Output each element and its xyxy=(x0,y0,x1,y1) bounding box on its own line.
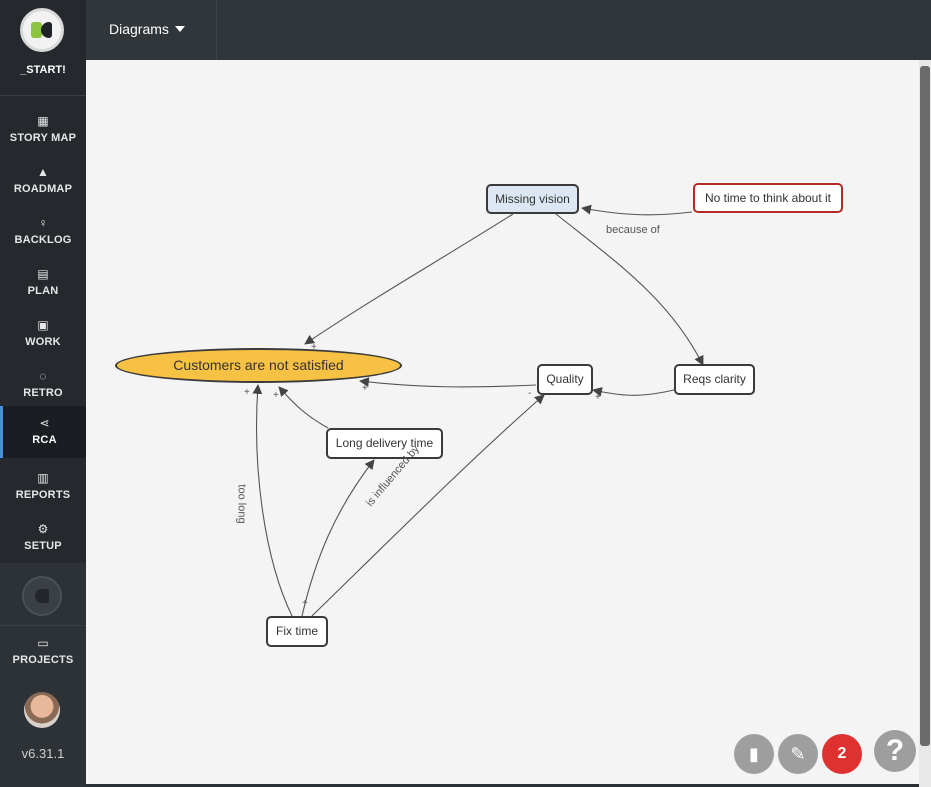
node-reqs-clarity[interactable]: Reqs clarity xyxy=(674,364,755,395)
sign-plus: + xyxy=(244,387,250,398)
canvas-bottom-border xyxy=(86,784,919,787)
logo-mark-dark xyxy=(41,22,52,38)
node-missing-vision[interactable]: Missing vision xyxy=(486,184,579,214)
logo-mark-green xyxy=(31,22,42,38)
diagrams-dropdown[interactable]: Diagrams xyxy=(86,0,217,60)
sidebar: _START! ▦ STORY MAP ▲ ROADMAP ♀ BACKLOG … xyxy=(0,0,86,787)
book-button[interactable]: ▮ xyxy=(734,734,774,774)
grid-icon: ▦ xyxy=(37,114,49,128)
bar-chart-icon: ▥ xyxy=(37,471,49,485)
node-no-time[interactable]: No time to think about it xyxy=(693,183,843,213)
gear-icon: ⚙ xyxy=(37,522,49,536)
edge-label-too-long: too long xyxy=(235,484,248,524)
nav-projects[interactable]: ▭ PROJECTS xyxy=(0,626,86,677)
nav-label: REPORTS xyxy=(15,489,71,501)
top-bar: Diagrams xyxy=(86,0,931,60)
chat-icon: ◌ xyxy=(39,369,47,383)
divider xyxy=(0,625,86,626)
question-icon: ? xyxy=(885,734,905,767)
list-icon: ▤ xyxy=(37,267,49,281)
brand-area[interactable]: _START! xyxy=(0,0,86,96)
nav-story-map[interactable]: ▦ STORY MAP xyxy=(0,104,86,155)
edge-label-because-of: because of xyxy=(606,224,660,236)
nav-label: RETRO xyxy=(23,387,63,399)
sign-minus: - xyxy=(528,388,532,399)
root-problem-node[interactable]: Customers are not satisfied xyxy=(115,348,402,383)
project-logo-mark xyxy=(35,589,49,603)
nav-work[interactable]: ▣ WORK xyxy=(0,308,86,359)
road-icon: ▲ xyxy=(37,165,49,179)
sidebar-lower: ▭ PROJECTS v6.31.1 xyxy=(0,563,86,787)
app-version: v6.31.1 xyxy=(21,746,65,761)
sign-plus: + xyxy=(362,383,368,394)
folder-icon: ▭ xyxy=(37,636,49,650)
nav-label: SETUP xyxy=(24,540,62,552)
nav-plan[interactable]: ▤ PLAN xyxy=(0,257,86,308)
dropdown-label: Diagrams xyxy=(109,21,169,37)
lightbulb-icon: ♀ xyxy=(38,216,48,230)
notifications-button[interactable]: 2 xyxy=(822,734,862,774)
caret-down-icon xyxy=(174,26,185,32)
nav-reports[interactable]: ▥ REPORTS xyxy=(0,461,86,512)
nav-label: RCA xyxy=(32,434,57,446)
nav-roadmap[interactable]: ▲ ROADMAP xyxy=(0,155,86,206)
nav-retro[interactable]: ◌ RETRO xyxy=(0,359,86,410)
sign-plus: + xyxy=(595,392,601,403)
nav-label: STORY MAP xyxy=(9,132,77,144)
notification-count: 2 xyxy=(837,745,847,762)
briefcase-icon: ▣ xyxy=(37,318,49,332)
app-logo[interactable] xyxy=(20,8,64,52)
nav-label: PROJECTS xyxy=(12,654,74,666)
nav-backlog[interactable]: ♀ BACKLOG xyxy=(0,206,86,257)
scrollbar-thumb[interactable] xyxy=(920,66,930,746)
edit-button[interactable]: ✎ xyxy=(778,734,818,774)
book-icon: ▮ xyxy=(749,744,759,764)
nav-label: ROADMAP xyxy=(13,183,73,195)
nav-label: BACKLOG xyxy=(14,234,72,246)
nav-rca[interactable]: ⋖ RCA xyxy=(0,406,86,458)
sign-plus: + xyxy=(273,390,279,401)
project-logo[interactable] xyxy=(22,576,62,616)
nav-setup[interactable]: ⚙ SETUP xyxy=(0,512,86,563)
node-quality[interactable]: Quality xyxy=(537,364,593,395)
share-icon: ⋖ xyxy=(39,416,50,430)
nav-label: PLAN xyxy=(27,285,59,297)
diagram-canvas[interactable] xyxy=(86,60,919,784)
nav-label: WORK xyxy=(25,336,61,348)
node-fix-time[interactable]: Fix time xyxy=(266,616,328,647)
pencil-icon: ✎ xyxy=(790,744,806,764)
sign-plus: + xyxy=(311,342,317,353)
help-button[interactable]: ? xyxy=(874,730,916,772)
sign-plus: + xyxy=(302,598,308,609)
node-long-delivery-time[interactable]: Long delivery time xyxy=(326,428,443,459)
brand-label: _START! xyxy=(20,64,66,76)
user-avatar[interactable] xyxy=(24,692,60,728)
